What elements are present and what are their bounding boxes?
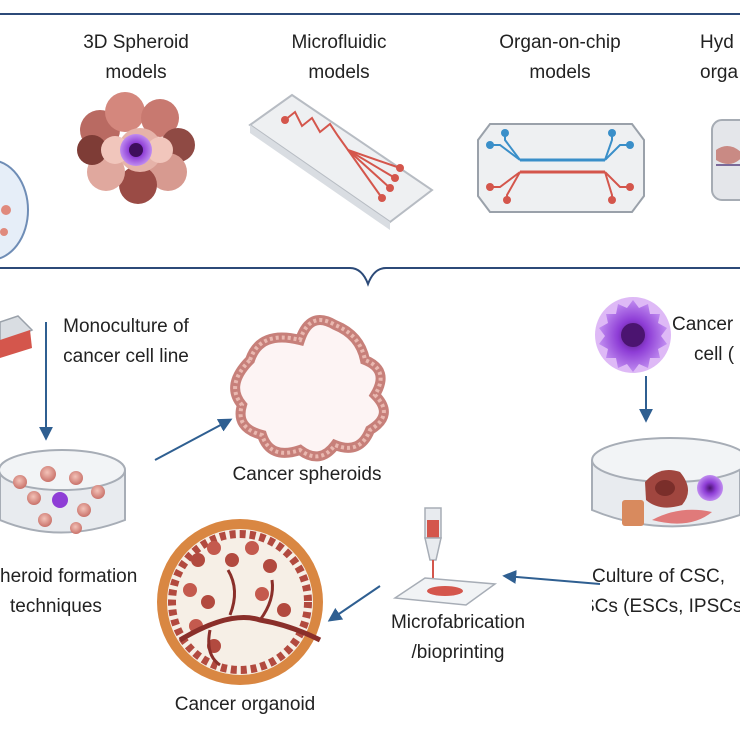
arrow-to-bioprint <box>502 569 601 585</box>
spheroid-model-icon <box>77 92 195 204</box>
microfluidic-chip-icon <box>248 93 434 230</box>
culture-dish-right <box>591 437 740 528</box>
petri-dish-partial <box>0 160 29 260</box>
label-cancer-spheroids: Cancer spheroids <box>232 464 382 485</box>
cancer-organoid-icon <box>157 519 323 685</box>
hydrogel-icon-partial <box>711 119 740 201</box>
label-cancer-organoid: Cancer organoid <box>174 694 316 715</box>
organ-on-chip-icon <box>477 123 645 213</box>
label-microfabrication: Microfabrication/bioprinting <box>390 612 526 663</box>
bioprinter-icon <box>392 507 498 606</box>
label-culture-csc: Culture of CSC,SCs (ESCs, IPSCs <box>592 566 740 617</box>
cancer-stem-cell-icon <box>595 297 671 373</box>
arrow-to-spheroids <box>154 418 233 461</box>
spheroid-dish <box>0 449 126 534</box>
cancer-spheroid-shape <box>230 315 389 462</box>
arrow-to-organoid <box>327 585 381 622</box>
brace-line <box>0 267 740 287</box>
flask-partial <box>0 315 34 358</box>
